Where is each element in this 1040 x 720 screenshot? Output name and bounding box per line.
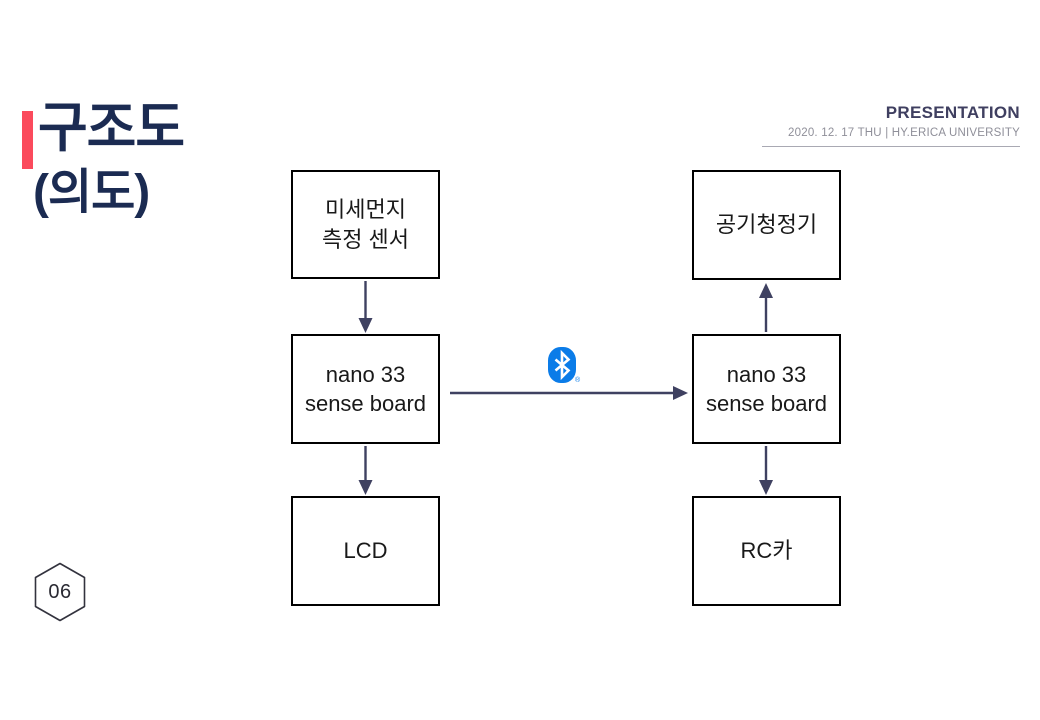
header-divider-line: [762, 146, 1020, 147]
arrow-rxboard-to-purifier: [759, 283, 773, 332]
title-accent-bar: [22, 111, 33, 169]
arrow-rxboard-to-rccar: [759, 446, 773, 495]
header-date-university: 2020. 12. 17 THU | HY.ERICA UNIVERSITY: [788, 127, 1020, 140]
bluetooth-registered-mark: ®: [575, 377, 581, 384]
arrow-bluetooth-link: [450, 386, 688, 400]
node-tx-nano33-board: nano 33 sense board: [291, 334, 440, 444]
node-rx-nano33-board: nano 33 sense board: [692, 334, 841, 444]
node-lcd: LCD: [291, 496, 440, 606]
bluetooth-icon: [548, 347, 576, 383]
slide-title-line1: 구조도: [38, 98, 185, 158]
hexagon-outline-icon: [34, 562, 86, 622]
arrow-txboard-to-lcd: [358, 446, 373, 495]
node-dust-sensor: 미세먼지 측정 센서: [291, 170, 440, 279]
page-number: 06: [48, 580, 72, 603]
node-rc-car: RC카: [692, 496, 841, 606]
arrow-sensor-to-txboard: [358, 281, 373, 333]
slide-title-line2: (의도): [33, 166, 150, 219]
header-brand-label: PRESENTATION: [885, 103, 1020, 122]
slide-header: PRESENTATION 2020. 12. 17 THU | HY.ERICA…: [788, 103, 1020, 139]
page-number-hexagon: 06: [34, 562, 86, 622]
node-air-purifier: 공기청정기: [692, 170, 841, 280]
